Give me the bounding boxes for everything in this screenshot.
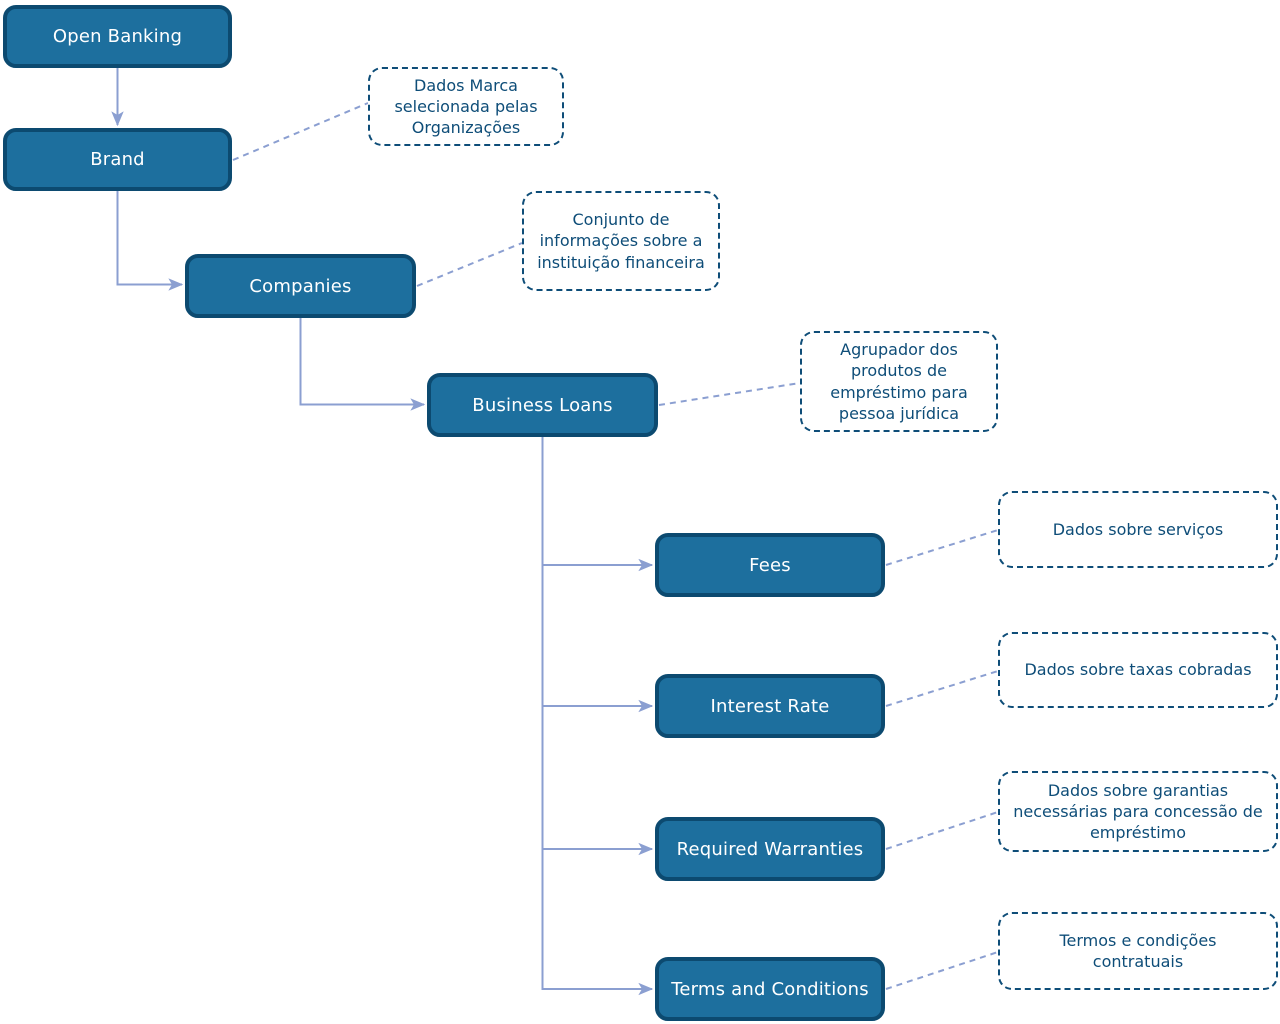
note-link-terms (885, 951, 999, 990)
note-terms-and-conditions-text: Termos e condições contratuais (1059, 930, 1217, 971)
note-companies-text: Conjunto de informações sobre a institui… (537, 210, 705, 272)
node-interest-rate-label: Interest Rate (710, 695, 830, 717)
note-link-business-loans (658, 382, 801, 406)
note-link-required-warranties (885, 811, 999, 850)
node-required-warranties: Required Warranties (655, 817, 885, 881)
node-brand-label: Brand (90, 149, 145, 170)
note-companies: Conjunto de informações sobre a institui… (522, 191, 720, 291)
note-business-loans-text: Agrupador dos produtos de empréstimo par… (830, 340, 968, 423)
node-fees: Fees (655, 533, 885, 597)
note-brand: Dados Marca selecionada pelas Organizaçõ… (368, 67, 564, 147)
note-interest-rate-text: Dados sobre taxas cobradas (1024, 660, 1252, 680)
node-terms-and-conditions-label: Terms and Conditions (671, 978, 869, 1000)
node-companies: Companies (185, 254, 416, 318)
node-open-banking-label: Open Banking (52, 26, 183, 47)
note-brand-text: Dados Marca selecionada pelas Organizaçõ… (394, 76, 538, 138)
node-terms-and-conditions: Terms and Conditions (655, 957, 885, 1021)
node-open-banking: Open Banking (3, 5, 232, 68)
node-interest-rate: Interest Rate (655, 674, 885, 738)
note-fees: Dados sobre serviços (998, 491, 1278, 568)
note-link-brand (232, 102, 369, 161)
note-link-interest-rate (885, 670, 999, 707)
note-terms-and-conditions: Termos e condições contratuais (998, 912, 1278, 990)
note-link-fees (885, 529, 999, 566)
node-companies-label: Companies (249, 275, 352, 297)
note-link-companies (416, 242, 523, 287)
node-business-loans: Business Loans (427, 373, 658, 437)
note-interest-rate: Dados sobre taxas cobradas (998, 632, 1278, 708)
node-fees-label: Fees (749, 554, 791, 576)
note-business-loans: Agrupador dos produtos de empréstimo par… (800, 331, 998, 432)
note-fees-text: Dados sobre serviços (1052, 519, 1224, 539)
connector-business-loans-to-terms (541, 436, 654, 996)
node-required-warranties-label: Required Warranties (676, 838, 864, 860)
note-required-warranties: Dados sobre garantias necessárias para c… (998, 771, 1278, 852)
connector-brand-to-companies (116, 190, 184, 291)
note-required-warranties-text: Dados sobre garantias necessárias para c… (1013, 780, 1263, 843)
node-business-loans-label: Business Loans (472, 394, 613, 416)
node-brand: Brand (3, 128, 232, 191)
connector-companies-to-business-loans (299, 317, 426, 411)
